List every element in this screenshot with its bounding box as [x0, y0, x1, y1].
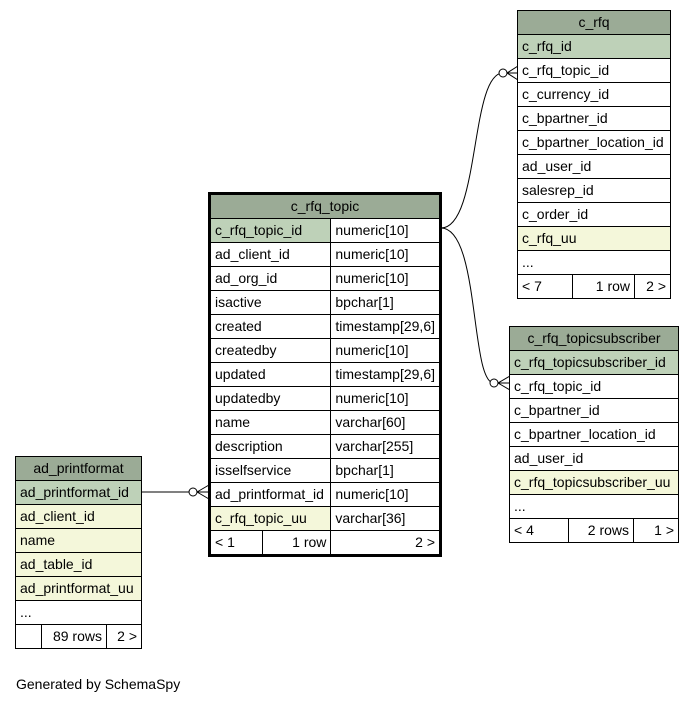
column-name: createdby: [208, 338, 332, 363]
column-name: name: [208, 410, 332, 435]
parents-link[interactable]: < 4: [509, 518, 569, 543]
column-name: updatedby: [208, 386, 332, 411]
parents-link[interactable]: < 7: [517, 274, 573, 299]
column-row: ad_user_id: [509, 446, 679, 471]
column-name: c_rfq_topic_uu: [208, 506, 332, 531]
edge-rfq-crowfoot-circle: [498, 68, 508, 78]
column-row: ad_printformat_id: [15, 480, 142, 505]
edge-rfq-crowfoot: [506, 65, 519, 81]
generated-by-footer[interactable]: Generated by SchemaSpy: [16, 676, 181, 692]
children-link[interactable]: 2 >: [634, 274, 671, 299]
edge-subscriber-crowfoot-circle: [489, 378, 499, 388]
table-title[interactable]: c_rfq_topicsubscriber: [509, 326, 679, 351]
column-type: numeric[10]: [330, 218, 441, 243]
column-row: c_rfq_topicsubscriber_id: [509, 350, 679, 375]
column-row: c_rfq_topicsubscriber_uu: [509, 470, 679, 495]
edge-rfq-topic-to-rfq: [440, 72, 504, 229]
column-name: c_rfq_topic_id: [208, 218, 332, 243]
column-row: c_rfq_topic_id: [517, 58, 671, 83]
column-row: c_bpartner_id: [509, 398, 679, 423]
table-ad-printformat[interactable]: ad_printformat ad_printformat_id ad_clie…: [15, 456, 142, 649]
column-row: c_rfq_topic_id: [509, 374, 679, 399]
edge-printformat-crowfoot: [196, 484, 210, 500]
children-link[interactable]: 2 >: [106, 624, 142, 649]
column-row: c_bpartner_location_id: [517, 130, 671, 155]
column-type: numeric[10]: [330, 242, 441, 267]
column-row: c_order_id: [517, 202, 671, 227]
column-row: salesrep_id: [517, 178, 671, 203]
column-type: numeric[10]: [330, 266, 441, 291]
column-row: c_bpartner_location_id: [509, 422, 679, 447]
column-name: ad_printformat_id: [208, 482, 332, 507]
column-name: ad_client_id: [208, 242, 332, 267]
column-type: numeric[10]: [330, 386, 441, 411]
column-row: ad_printformat_uu: [15, 576, 142, 601]
column-name: created: [208, 314, 332, 339]
column-type: varchar[60]: [330, 410, 441, 435]
column-row: ...: [15, 600, 142, 625]
column-type: timestamp[29,6]: [330, 314, 441, 339]
row-count: 2 rows: [568, 518, 634, 543]
column-type: varchar[36]: [330, 506, 441, 531]
column-type: bpchar[1]: [330, 458, 441, 483]
column-type: varchar[255]: [330, 434, 441, 459]
table-c-rfq[interactable]: c_rfq c_rfq_id c_rfq_topic_id c_currency…: [517, 10, 671, 299]
column-type: timestamp[29,6]: [330, 362, 441, 387]
column-type: numeric[10]: [330, 482, 441, 507]
table-c-rfq-topicsubscriber[interactable]: c_rfq_topicsubscriber c_rfq_topicsubscri…: [509, 326, 679, 543]
children-link[interactable]: 2 >: [330, 530, 441, 556]
column-row: ad_user_id: [517, 154, 671, 179]
edge-rfq-topic-to-subscriber: [440, 227, 495, 384]
column-type: bpchar[1]: [330, 290, 441, 315]
column-name: ad_org_id: [208, 266, 332, 291]
edge-subscriber-crowfoot: [497, 375, 511, 391]
column-row: ad_client_id: [15, 504, 142, 529]
column-name: isselfservice: [208, 458, 332, 483]
column-name: description: [208, 434, 332, 459]
parents-link[interactable]: < 1: [208, 530, 264, 556]
row-count: 1 row: [572, 274, 635, 299]
row-count: 89 rows: [41, 624, 107, 649]
table-title[interactable]: c_rfq_topic: [209, 193, 441, 219]
parents-link: [15, 624, 42, 649]
table-title[interactable]: c_rfq: [517, 10, 671, 35]
column-row: c_rfq_id: [517, 34, 671, 59]
column-type: numeric[10]: [330, 338, 441, 363]
column-row: name: [15, 528, 142, 553]
row-count: 1 row: [262, 530, 332, 556]
edge-printformat-crowfoot-circle: [188, 487, 198, 497]
column-name: updated: [208, 362, 332, 387]
column-row: c_currency_id: [517, 82, 671, 107]
column-row: c_rfq_uu: [517, 226, 671, 251]
table-title[interactable]: ad_printformat: [15, 456, 142, 481]
column-name: isactive: [208, 290, 332, 315]
column-row: ad_table_id: [15, 552, 142, 577]
column-row: ...: [509, 494, 679, 519]
column-row: ...: [517, 250, 671, 275]
column-row: c_bpartner_id: [517, 106, 671, 131]
children-link[interactable]: 1 >: [633, 518, 679, 543]
